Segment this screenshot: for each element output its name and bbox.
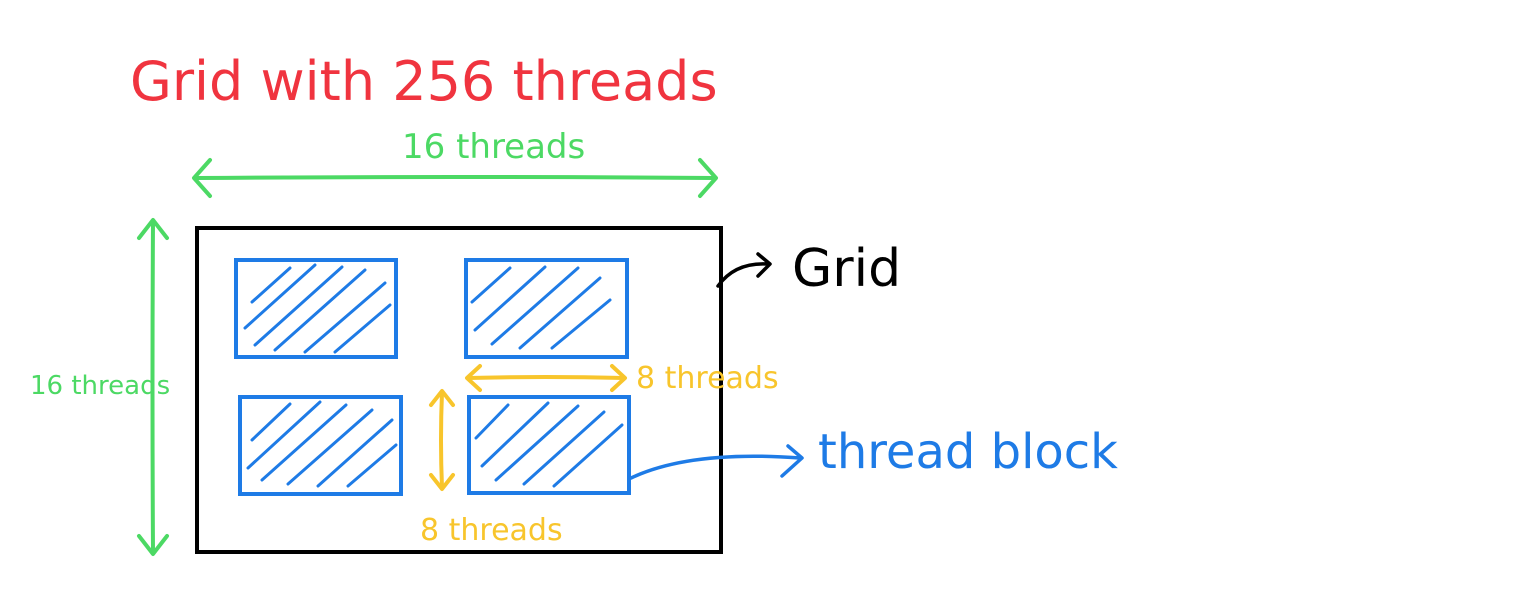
thread-block-top-right (464, 258, 629, 359)
thread-block-top-left (234, 258, 398, 359)
grid-width-arrow (192, 158, 718, 198)
thread-block-label: thread block (818, 424, 1118, 480)
block-height-arrow (429, 389, 455, 491)
grid-height-label: 16 threads (30, 371, 170, 401)
grid-height-arrow (137, 218, 169, 556)
thread-block-bottom-right (467, 395, 631, 495)
grid-width-label: 16 threads (402, 127, 585, 167)
grid-label: Grid (792, 239, 901, 299)
grid-pointer-arrow (716, 252, 772, 288)
block-width-arrow (465, 364, 627, 392)
diagram-title: Grid with 256 threads (130, 50, 718, 113)
block-height-label: 8 threads (420, 513, 563, 548)
grid-outline (195, 226, 723, 554)
block-width-label: 8 threads (636, 361, 779, 396)
thread-block-bottom-left (238, 395, 403, 496)
thread-block-pointer-arrow (629, 444, 804, 480)
